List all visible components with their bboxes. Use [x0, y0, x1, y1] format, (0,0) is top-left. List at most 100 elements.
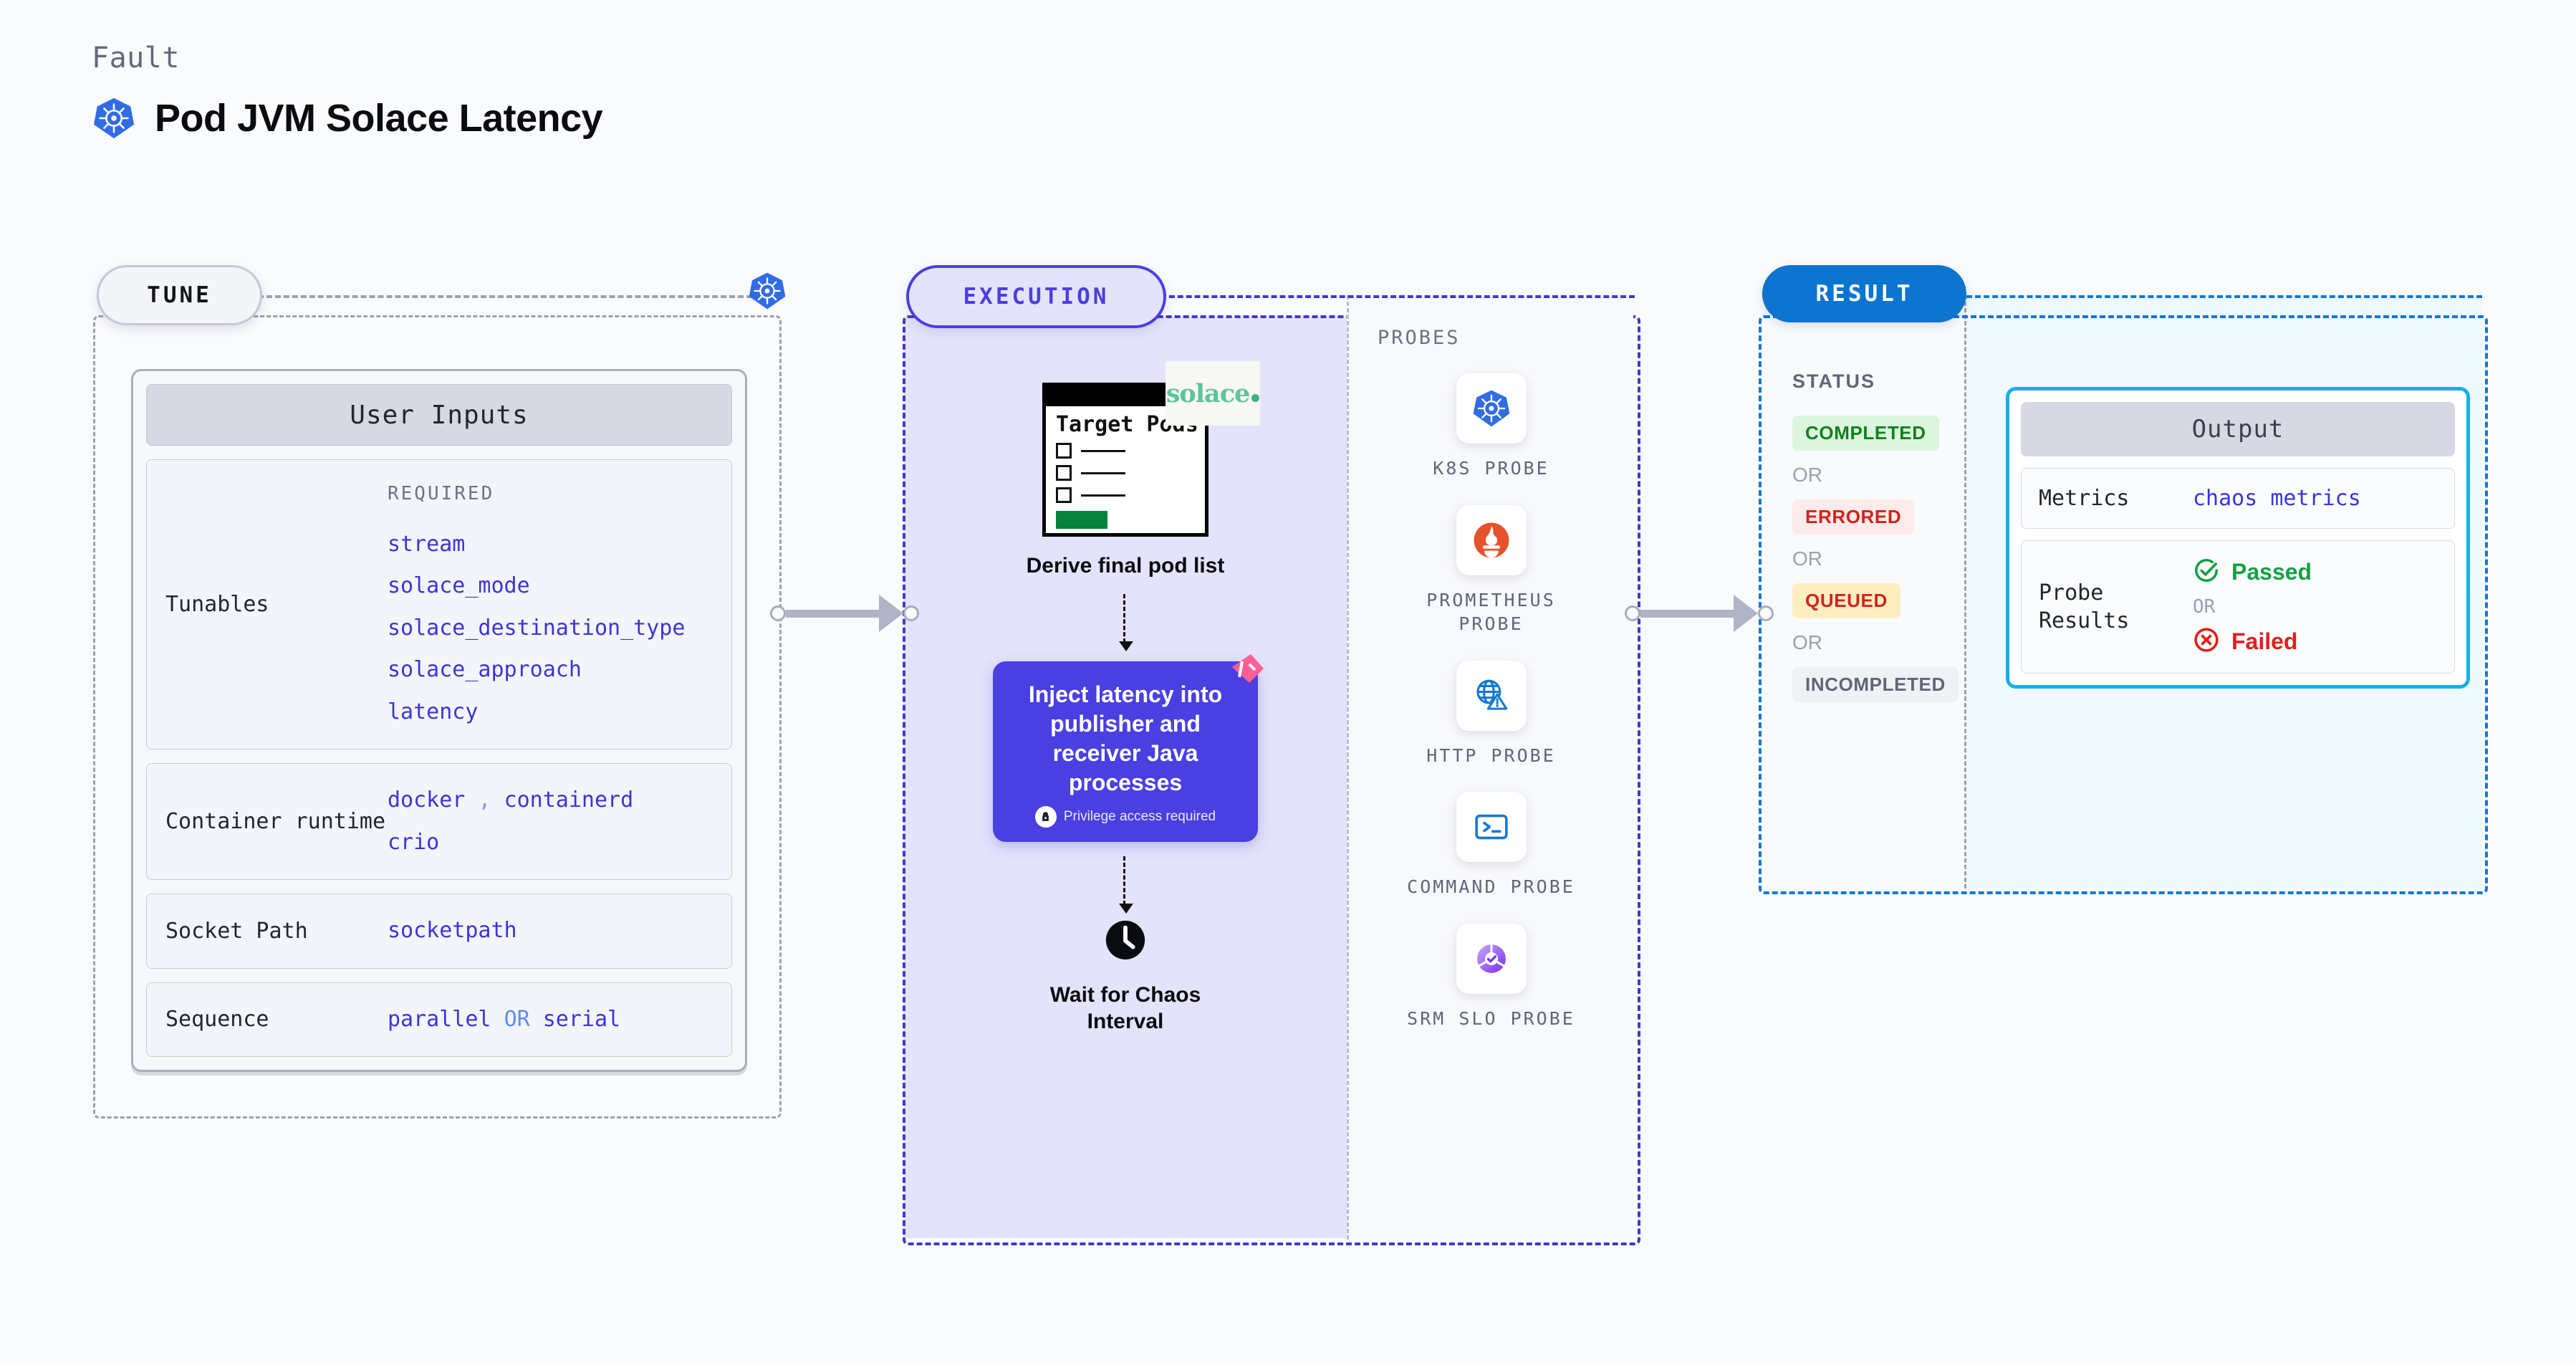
- result-pill[interactable]: RESULT: [1762, 265, 1966, 322]
- probes-panel: PROBES K8S PROBE PROMETHEUS PROBE: [1347, 295, 1633, 1240]
- probe-label: K8S PROBE: [1433, 458, 1549, 479]
- list-line: [1081, 449, 1125, 452]
- row-label-sequence: Sequence: [165, 1007, 269, 1033]
- clock-icon: [1103, 918, 1148, 966]
- runtime-docker[interactable]: docker: [388, 787, 466, 813]
- output-card: Output Metrics chaos metrics Probe Resul…: [2006, 387, 2470, 689]
- probe-results-label: Probe Results: [2039, 580, 2130, 633]
- fault-kind-label: Fault: [92, 42, 180, 75]
- probe-label: PROMETHEUS PROBE: [1426, 589, 1556, 635]
- result-section-frame: [1759, 315, 2488, 894]
- solace-dot-icon: [1251, 393, 1260, 402]
- probe-srm-slo[interactable]: SRM SLO PROBE: [1349, 923, 1633, 1031]
- status-title: STATUS: [1792, 370, 1875, 392]
- user-inputs-title: User Inputs: [146, 384, 732, 446]
- solace-logo: solace: [1166, 361, 1260, 426]
- lock-icon: [1034, 805, 1057, 828]
- connector-dot: [903, 605, 919, 621]
- or-label: OR: [1792, 631, 1822, 653]
- sequence-serial[interactable]: serial: [542, 1006, 621, 1032]
- derive-pods-step: Target Pods solace: [1042, 361, 1260, 537]
- probe-label: COMMAND PROBE: [1407, 876, 1575, 897]
- probe-label: SRM SLO PROBE: [1407, 1007, 1575, 1029]
- tune-section-frame: [93, 315, 782, 1119]
- tunable-latency[interactable]: latency: [388, 699, 479, 724]
- connector-bar: [1640, 609, 1734, 618]
- list-item: [1056, 465, 1205, 482]
- tunables-values: REQUIRED stream solace_mode solace_desti…: [388, 476, 713, 733]
- tune-pill[interactable]: TUNE: [97, 265, 262, 325]
- status-badge: INCOMPLETED: [1792, 667, 1959, 702]
- sequence-values: parallel OR serial: [388, 999, 713, 1041]
- srm-slo-icon: [1456, 923, 1527, 994]
- tunable-stream[interactable]: stream: [388, 531, 466, 557]
- status-column: STATUS COMPLETED OR ERRORED OR QUEUED OR…: [1762, 295, 1966, 889]
- table-row: Metrics chaos metrics: [2021, 468, 2455, 529]
- x-circle-icon: [2193, 626, 2220, 657]
- or-label: OR: [1792, 464, 1822, 486]
- kubernetes-icon: [747, 271, 787, 311]
- checkbox-icon: [1056, 487, 1072, 504]
- result-connector-dash: [1966, 295, 2482, 298]
- probe-http[interactable]: HTTP PROBE: [1349, 660, 1633, 768]
- derive-pods-caption: Derive final pod list: [1026, 554, 1225, 578]
- sequence-parallel[interactable]: parallel: [388, 1006, 491, 1032]
- title-row: Pod JVM Solace Latency: [92, 96, 603, 140]
- checkbox-icon: [1056, 443, 1072, 459]
- sequence-separator: OR: [504, 1006, 530, 1032]
- runtime-containerd[interactable]: containerd: [504, 787, 634, 813]
- privilege-note-text: Privilege access required: [1063, 808, 1216, 824]
- table-row: Socket Path socketpath: [146, 894, 732, 969]
- probe-results-values: Passed OR Failed: [2193, 557, 2312, 657]
- inject-latency-card: Inject latency into publisher and receiv…: [993, 653, 1264, 842]
- probe-result-failed: Failed: [2193, 626, 2312, 657]
- probe-k8s[interactable]: K8S PROBE: [1349, 373, 1633, 481]
- container-runtime-values: docker , containerd crio: [388, 780, 713, 863]
- flow-arrow-icon: [1119, 593, 1133, 651]
- connector-bar: [786, 609, 879, 618]
- or-label: OR: [1792, 547, 1822, 570]
- page-header: Fault Pod JVM Solace Latency: [92, 42, 603, 140]
- row-label-socket-path: Socket Path: [165, 918, 308, 944]
- socket-path-value[interactable]: socketpath: [388, 918, 517, 944]
- connector-arrowhead: [1734, 595, 1758, 632]
- probe-command[interactable]: COMMAND PROBE: [1349, 792, 1633, 899]
- connector-dot: [1758, 605, 1774, 621]
- tunable-solace-approach[interactable]: solace_approach: [388, 657, 582, 683]
- status-badge: QUEUED: [1792, 583, 1900, 618]
- execution-flow: Target Pods solace Derive final pod list…: [904, 317, 1347, 1035]
- execution-section-frame: [903, 315, 1640, 1245]
- probes-title: PROBES: [1378, 327, 1461, 349]
- passed-label: Passed: [2231, 559, 2312, 585]
- table-row: Probe Results Passed OR: [2021, 540, 2455, 674]
- globe-warning-icon: [1456, 660, 1527, 731]
- metrics-value[interactable]: chaos metrics: [2193, 486, 2361, 511]
- connector-tune-to-execution: [770, 595, 919, 632]
- failed-label: Failed: [2231, 628, 2298, 654]
- connector-execution-to-result: [1625, 595, 1774, 632]
- list-item: [1056, 443, 1205, 459]
- green-progress-bar: [1056, 511, 1107, 530]
- connector-arrowhead: [879, 595, 903, 632]
- tune-connector-dash: [258, 295, 752, 298]
- probe-prometheus[interactable]: PROMETHEUS PROBE: [1349, 504, 1633, 636]
- prometheus-icon: [1456, 504, 1527, 575]
- checkbox-icon: [1056, 465, 1072, 482]
- table-row: Tunables REQUIRED stream solace_mode sol…: [146, 459, 732, 750]
- tunable-solace-destination-type[interactable]: solace_destination_type: [388, 615, 686, 641]
- table-row: Container runtime docker , containerd cr…: [146, 763, 732, 881]
- list-item: [1056, 487, 1205, 504]
- tunable-solace-mode[interactable]: solace_mode: [388, 573, 530, 599]
- list-line: [1081, 471, 1125, 474]
- probe-result-passed: Passed: [2193, 557, 2312, 588]
- table-row: Sequence parallel OR serial: [146, 982, 732, 1058]
- runtime-crio[interactable]: crio: [388, 829, 440, 855]
- probe-label: HTTP PROBE: [1426, 744, 1556, 766]
- kubernetes-icon: [92, 96, 136, 140]
- page-title: Pod JVM Solace Latency: [155, 97, 603, 140]
- or-label: OR: [2193, 596, 2216, 618]
- solace-wordmark: solace: [1166, 378, 1251, 408]
- execution-pill[interactable]: EXECUTION: [906, 265, 1166, 328]
- user-inputs-card: User Inputs Tunables REQUIRED stream sol…: [131, 369, 747, 1073]
- execution-connector-dash: [1160, 295, 1635, 298]
